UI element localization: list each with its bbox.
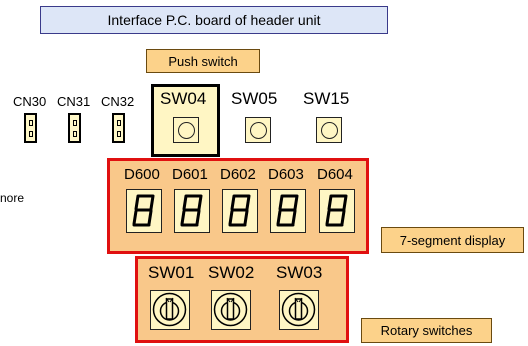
digit-d602 xyxy=(222,189,258,233)
sw04-highlight xyxy=(151,84,220,157)
sw15-button[interactable] xyxy=(316,117,342,143)
seven-segment-icon xyxy=(180,194,203,227)
digit-label-d603: D603 xyxy=(268,166,304,183)
seven-segment-icon xyxy=(132,194,155,227)
sw05-label: SW05 xyxy=(231,89,278,108)
seven-segment-icon xyxy=(325,194,348,227)
digit-d601 xyxy=(174,189,210,233)
sw03-rotary[interactable] xyxy=(279,290,319,330)
digit-d604 xyxy=(319,189,355,233)
seven-segment-icon xyxy=(228,194,251,227)
connector-cn31 xyxy=(68,113,81,143)
digit-label-d601: D601 xyxy=(172,166,208,183)
digit-d603 xyxy=(270,189,306,233)
digit-label-d604: D604 xyxy=(317,166,353,183)
sw15-knob-icon xyxy=(320,121,338,139)
rotary-dial-icon xyxy=(281,292,316,327)
sw05-knob-icon xyxy=(249,121,267,139)
board-title: Interface P.C. board of header unit xyxy=(40,6,388,34)
sw02-label: SW02 xyxy=(208,263,255,282)
sw04-label: SW04 xyxy=(160,89,207,108)
sw03-label: SW03 xyxy=(276,263,323,282)
push-switch-label: Push switch xyxy=(146,49,260,73)
connector-label-cn31: CN31 xyxy=(57,94,91,109)
connector-cn32 xyxy=(112,113,125,143)
seven-segment-icon xyxy=(276,194,299,227)
digit-d600 xyxy=(126,189,162,233)
sw15-label: SW15 xyxy=(303,89,350,108)
digit-label-d602: D602 xyxy=(220,166,256,183)
sw02-rotary[interactable] xyxy=(211,290,251,330)
sw01-rotary[interactable] xyxy=(150,290,190,330)
sw01-label: SW01 xyxy=(148,263,195,282)
seven-segment-display-label: 7-segment display xyxy=(381,227,524,253)
cropped-side-text: nore xyxy=(0,191,25,205)
rotary-dial-icon xyxy=(152,292,187,327)
rotary-dial-icon xyxy=(213,292,248,327)
connector-cn30 xyxy=(24,113,37,143)
sw04-knob-icon xyxy=(177,121,195,139)
sw04-button[interactable] xyxy=(173,117,199,143)
rotary-switches-label: Rotary switches xyxy=(361,318,492,343)
connector-label-cn30: CN30 xyxy=(13,94,47,109)
connector-label-cn32: CN32 xyxy=(101,94,135,109)
sw05-button[interactable] xyxy=(245,117,271,143)
digit-label-d600: D600 xyxy=(124,166,160,183)
